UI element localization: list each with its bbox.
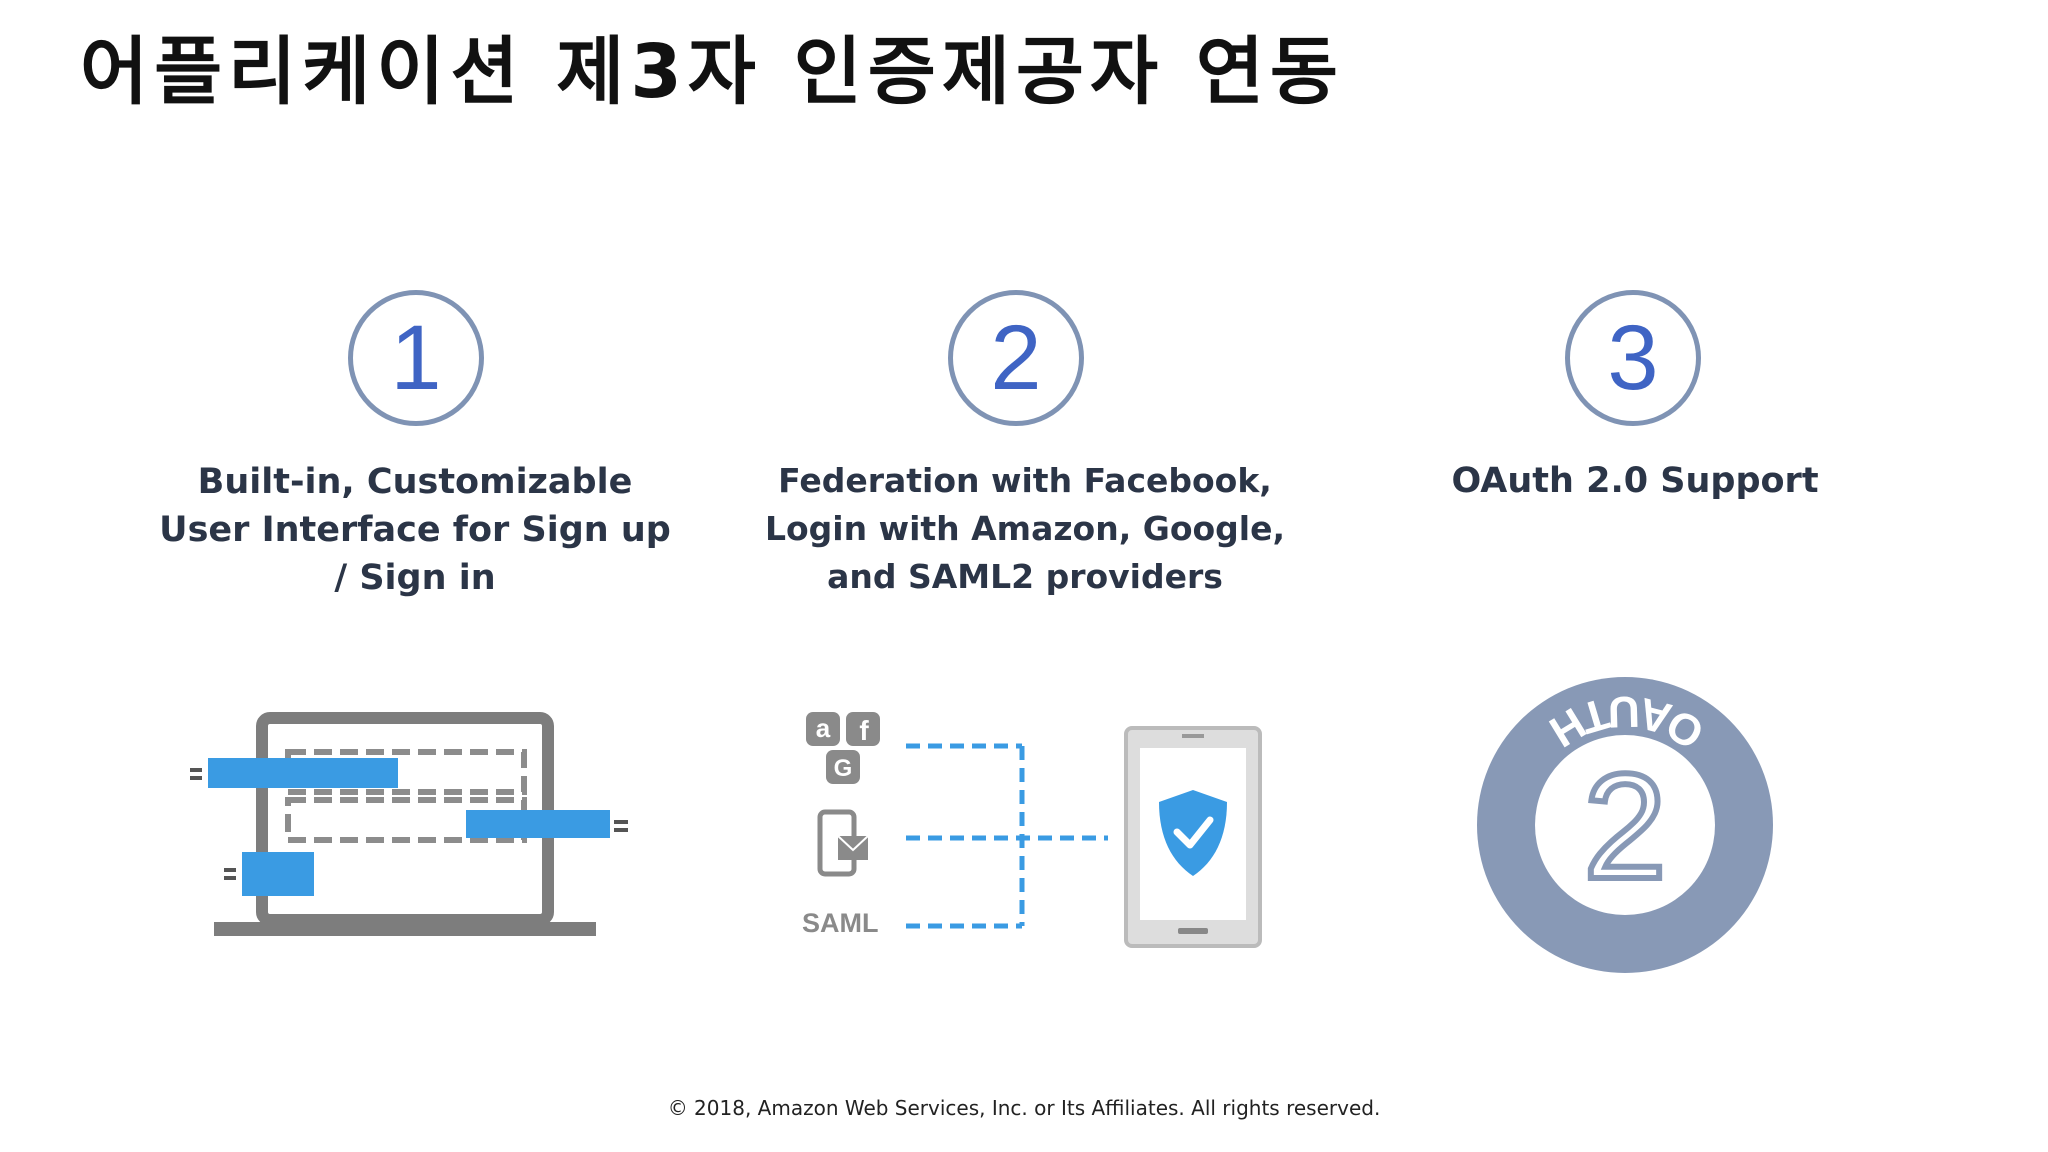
connector-lines bbox=[906, 743, 1108, 929]
step-2-number: 2 bbox=[990, 306, 1042, 409]
step-3-circle: 3 bbox=[1565, 290, 1701, 426]
svg-text:a: a bbox=[816, 713, 831, 743]
google-icon: G bbox=[826, 750, 860, 784]
facebook-icon: f bbox=[846, 712, 880, 746]
slide-title: 어플리케이션 제3자 인증제공자 연동 bbox=[80, 29, 1344, 115]
step-3-number: 3 bbox=[1607, 306, 1659, 409]
laptop-form-illustration bbox=[190, 712, 628, 936]
oauth-badge-number: 2 bbox=[1583, 742, 1666, 910]
amazon-icon: a bbox=[806, 712, 840, 746]
svg-text:f: f bbox=[859, 715, 869, 746]
copyright-footer: © 2018, Amazon Web Services, Inc. or Its… bbox=[667, 1096, 1381, 1120]
step-3-caption: OAuth 2.0 Support bbox=[1451, 461, 1819, 501]
saml-label: SAML bbox=[802, 908, 879, 938]
svg-text:G: G bbox=[834, 755, 853, 782]
step-2-caption: Federation with Facebook, Login with Ama… bbox=[764, 461, 1286, 596]
oauth-badge-illustration: OAUTH OAUTH 2 bbox=[1470, 670, 1773, 973]
mobile-mail-icon bbox=[817, 809, 869, 877]
step-1-circle: 1 bbox=[348, 290, 484, 426]
oauth-badge-top-text: OAUTH bbox=[1470, 670, 1558, 680]
step-2-circle: 2 bbox=[948, 290, 1084, 426]
shield-check-icon bbox=[1159, 790, 1227, 876]
step-1-caption: Built-in, Customizable User Interface fo… bbox=[159, 462, 671, 598]
federation-diagram: a f G SAML bbox=[802, 712, 1262, 948]
step-1-number: 1 bbox=[390, 306, 442, 409]
